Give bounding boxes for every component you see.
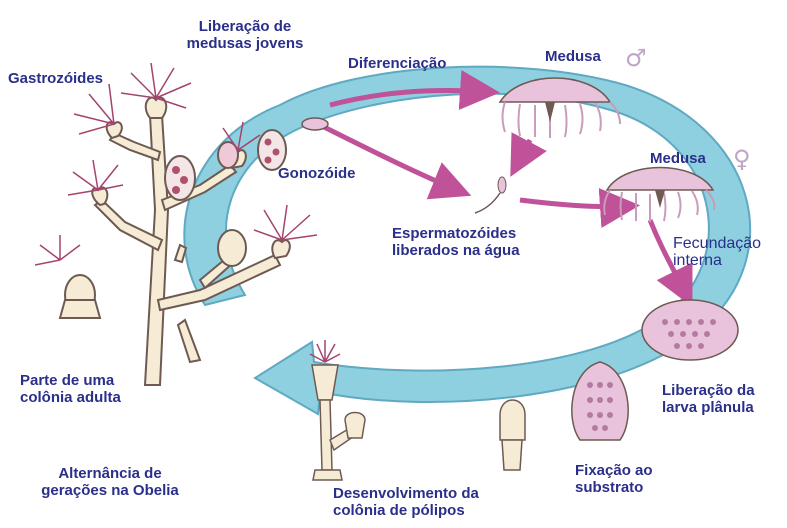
label-parte-colonia: Parte de uma colônia adulta [20,372,121,406]
label-line: substrato [575,479,653,496]
medusa-female [604,168,714,223]
label-line: Espermatozóides [392,225,520,242]
label-medusa-female: Medusa [650,150,706,167]
label-line: liberados na água [392,242,520,259]
label-line: medusas jovens [170,35,320,52]
pink-arrows [320,91,688,298]
arrow-sperm-to-female [520,200,630,207]
title-line: Alternância de [30,465,190,482]
label-fixacao: Fixação ao substrato [575,462,653,496]
label-line: larva plânula [662,399,755,416]
label-liberacao-medusas: Liberação de medusas jovens [170,18,320,52]
label-gonozoide: Gonozóide [278,165,356,182]
young-polyp [500,400,525,470]
label-line: Liberação da [662,382,755,399]
label-line: Fecundação [673,235,761,252]
label-line: Desenvolvimento da [333,485,479,502]
label-line: Parte de uma [20,372,121,389]
label-line: colônia de pólipos [333,502,479,519]
label-line: Liberação de [170,18,320,35]
label-diferenciacao: Diferenciação [348,55,446,72]
diagram-title: Alternância de gerações na Obelia [30,465,190,499]
label-espermatozoides: Espermatozóides liberados na água [392,225,520,259]
label-medusa-male: Medusa [545,48,601,65]
male-symbol: ♂ [625,46,647,70]
spermatozoon [475,177,506,213]
young-medusa [302,118,328,130]
label-line: interna [673,252,761,269]
label-desenvolvimento: Desenvolvimento da colônia de pólipos [333,485,479,519]
label-line: colônia adulta [20,389,121,406]
label-liberacao-larva: Liberação da larva plânula [662,382,755,416]
planula-larva [642,300,738,360]
female-symbol: ♀ [733,147,751,171]
title-line: gerações na Obelia [30,482,190,499]
label-fecundacao: Fecundação interna [673,235,761,269]
label-gastrozoides: Gastrozóides [8,70,103,87]
label-line: Fixação ao [575,462,653,479]
arrow-to-female-medusa [515,140,530,168]
